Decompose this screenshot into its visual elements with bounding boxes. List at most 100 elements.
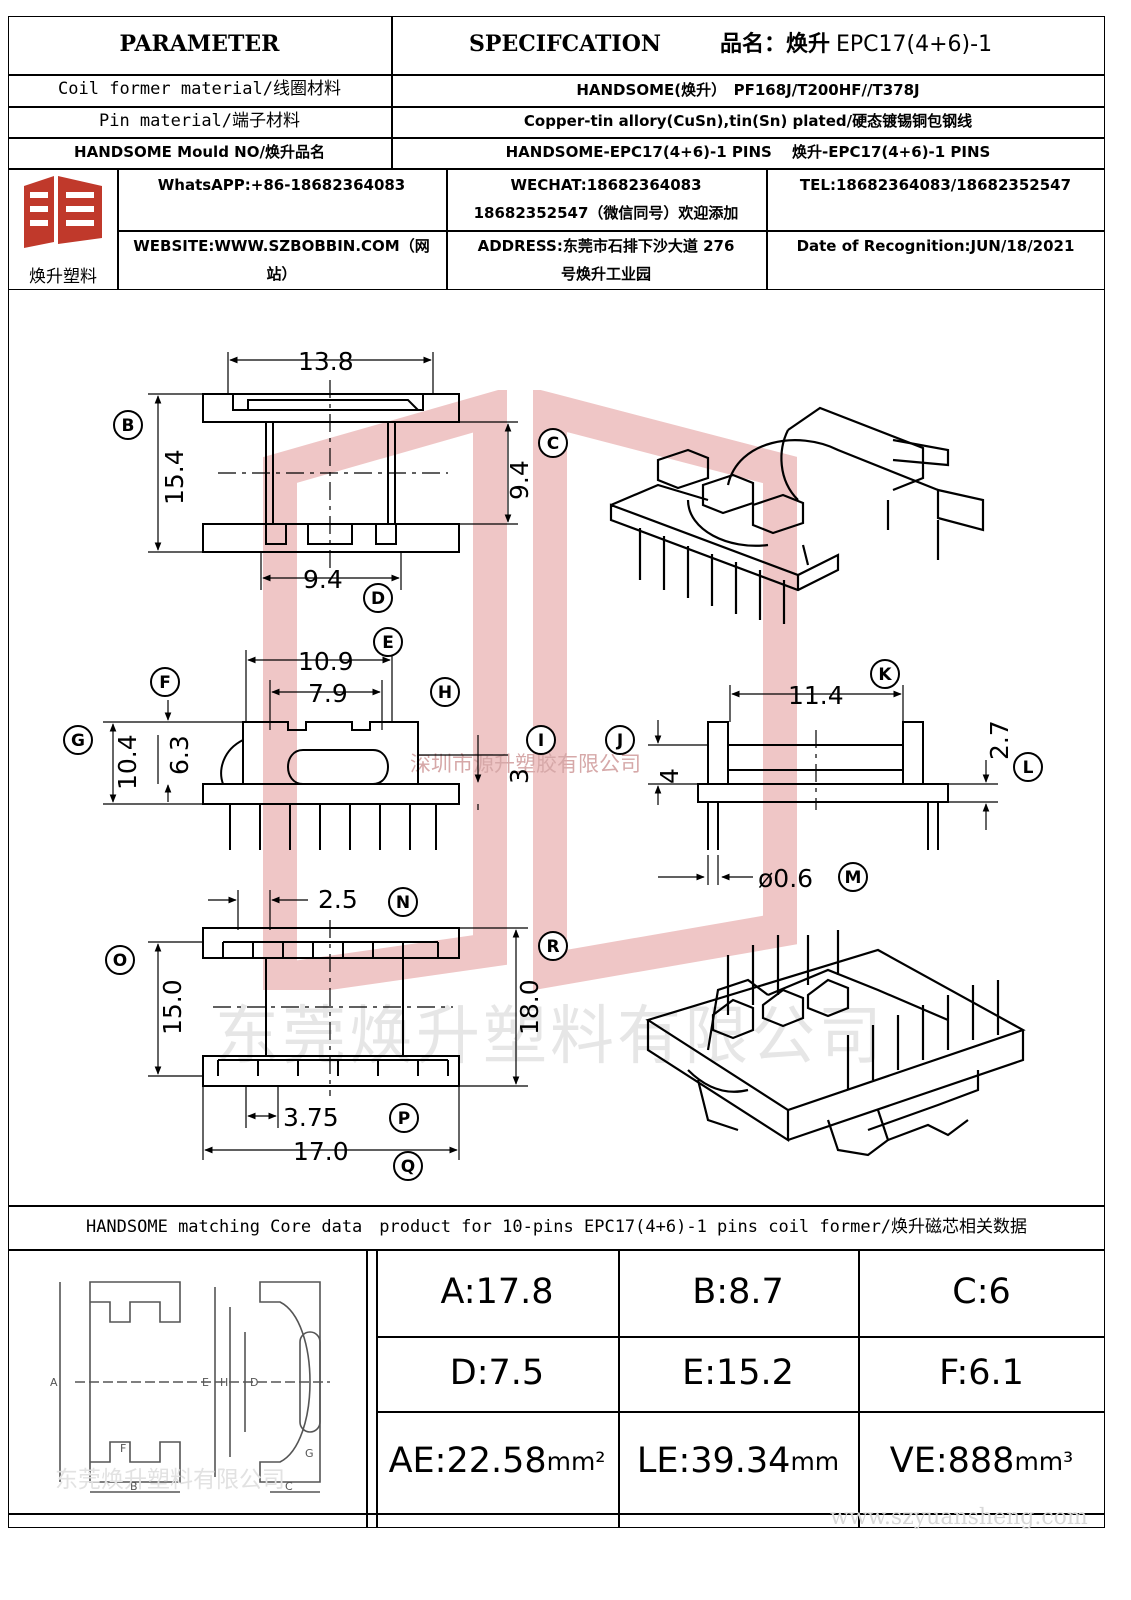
label-m: M <box>838 862 868 892</box>
watermark-center-large: 东莞焕升塑料有限公司 <box>215 1000 885 1074</box>
core-ve-value: VE:888 <box>889 1441 1015 1482</box>
svg-text:I: I <box>538 731 544 751</box>
svg-text:F: F <box>159 673 171 693</box>
core-label-c: C <box>285 1480 293 1493</box>
core-label-g: G <box>305 1447 314 1460</box>
telephone: TEL:18682364083/18682352547 <box>799 175 1072 194</box>
core-diagram: A E H D F B C G <box>50 1281 330 1493</box>
label-o: O <box>105 945 135 975</box>
core-data-title: HANDSOME matching Core data product for … <box>8 1206 1105 1250</box>
svg-text:D: D <box>371 589 385 609</box>
param-value-coil: HANDSOME(焕升） PF168J/T200HF//T378J <box>576 80 920 99</box>
svg-text:C: C <box>547 434 559 454</box>
svg-text:Q: Q <box>401 1157 415 1177</box>
spec-header-table <box>8 16 1105 290</box>
label-j: J <box>605 725 635 755</box>
watermark-center-small: 深圳市源升塑胶有限公司 <box>410 752 641 776</box>
isometric-view-bottom <box>645 930 1026 1157</box>
label-e: E <box>373 627 403 657</box>
core-label-h: H <box>220 1376 228 1389</box>
param-value-pin: Copper-tin allory(CuSn),tin(Sn) plated/硬… <box>523 112 973 131</box>
core-ae-unit: mm² <box>546 1447 606 1477</box>
label-q: Q <box>393 1151 423 1181</box>
param-label-coil: Coil former material/线圈材料 <box>58 79 341 100</box>
core-label-f: F <box>120 1442 126 1455</box>
svg-text:N: N <box>396 893 410 913</box>
svg-text:G: G <box>71 731 85 751</box>
product-name-code: EPC17(4+6)-1 <box>836 32 993 58</box>
dim-n: 2.5 <box>318 885 358 914</box>
svg-text:R: R <box>546 937 559 957</box>
svg-text:B: B <box>122 416 135 436</box>
core-label-d: D <box>250 1376 258 1389</box>
label-k: K <box>870 659 900 689</box>
dim-j: 4 <box>655 768 684 784</box>
svg-text:E: E <box>382 633 394 653</box>
dim-m: ø0.6 <box>758 864 813 893</box>
label-n: N <box>388 887 418 917</box>
top-view <box>148 352 518 590</box>
dim-width: 13.8 <box>298 347 354 376</box>
wechat-line1: WECHAT:18682364083 <box>510 175 702 194</box>
label-l: L <box>1013 752 1043 782</box>
core-e: E:15.2 <box>682 1352 794 1393</box>
dim-r: 18.0 <box>515 979 544 1035</box>
dim-k: 11.4 <box>788 681 844 710</box>
website-line1[interactable]: WEBSITE:WWW.SZBOBBIN.COM（网 <box>133 236 430 255</box>
website-line2: 站） <box>266 264 297 283</box>
core-le-value: LE:39.34 <box>636 1441 791 1482</box>
param-label-mould: HANDSOME Mould NO/焕升品名 <box>74 143 325 162</box>
address-line2: 号焕升工业园 <box>560 264 651 283</box>
address-line1: ADDRESS:东莞市石排下沙大道 276 <box>477 236 735 255</box>
svg-text:L: L <box>1023 758 1034 778</box>
svg-text:P: P <box>398 1109 410 1129</box>
specification-heading: SPECIFCATION <box>469 31 661 58</box>
svg-text:K: K <box>878 665 892 685</box>
bottom-view <box>148 890 528 1160</box>
parameter-heading: PARAMETER <box>119 31 280 58</box>
dim-f: 6.3 <box>165 735 194 775</box>
dim-height: 15.4 <box>160 449 189 505</box>
bobbin-drawings: 13.8 15.4 9.4 9.4 10.9 7.9 10.4 6.3 3 11… <box>63 347 1043 1181</box>
watermark-logo-icon <box>263 390 797 990</box>
label-c: C <box>538 428 568 458</box>
dim-o: 15.0 <box>158 979 187 1035</box>
core-label-a: A <box>50 1376 58 1389</box>
label-h: H <box>430 677 460 707</box>
logo-mark-icon <box>24 176 102 248</box>
dim-bottom: 9.4 <box>303 565 343 594</box>
label-f: F <box>150 667 180 697</box>
dim-h: 7.9 <box>308 679 348 708</box>
dim-p: 3.75 <box>283 1103 339 1132</box>
svg-text:O: O <box>113 951 127 971</box>
label-r: R <box>538 931 568 961</box>
recognition-date: Date of Recognition:JUN/18/2021 <box>796 236 1075 255</box>
dim-g: 10.4 <box>113 734 142 790</box>
whatsapp: WhatsAPP:+86-18682364083 <box>157 175 406 194</box>
label-b: B <box>113 410 143 440</box>
core-data-table <box>8 1250 1105 1528</box>
isometric-view-top <box>609 406 985 624</box>
core-label-b: B <box>130 1480 138 1493</box>
product-name-label: 品名：焕升 <box>720 32 831 58</box>
company-logo: 焕升塑料 <box>14 172 112 287</box>
core-ve-unit: mm³ <box>1014 1447 1074 1477</box>
dim-l: 2.7 <box>985 720 1014 760</box>
end-view <box>648 685 998 885</box>
core-ae-value: AE:22.58 <box>388 1441 547 1482</box>
watermark-bottom-left: 东莞焕升塑料有限公司 <box>55 1467 285 1493</box>
drawing-area <box>8 290 1105 1206</box>
label-d: D <box>363 583 393 613</box>
side-view <box>103 650 508 850</box>
dim-inner: 9.4 <box>505 460 534 500</box>
dim-q: 17.0 <box>293 1137 349 1166</box>
core-c: C:6 <box>952 1272 1011 1313</box>
product-name: 品名：焕升 EPC17(4+6)-1 <box>720 16 1100 74</box>
param-value-mould: HANDSOME-EPC17(4+6)-1 PINS 焕升-EPC17(4+6)… <box>505 143 991 162</box>
svg-text:M: M <box>845 868 862 888</box>
core-d: D:7.5 <box>449 1352 545 1393</box>
logo-company-name: 焕升塑料 <box>29 267 97 287</box>
